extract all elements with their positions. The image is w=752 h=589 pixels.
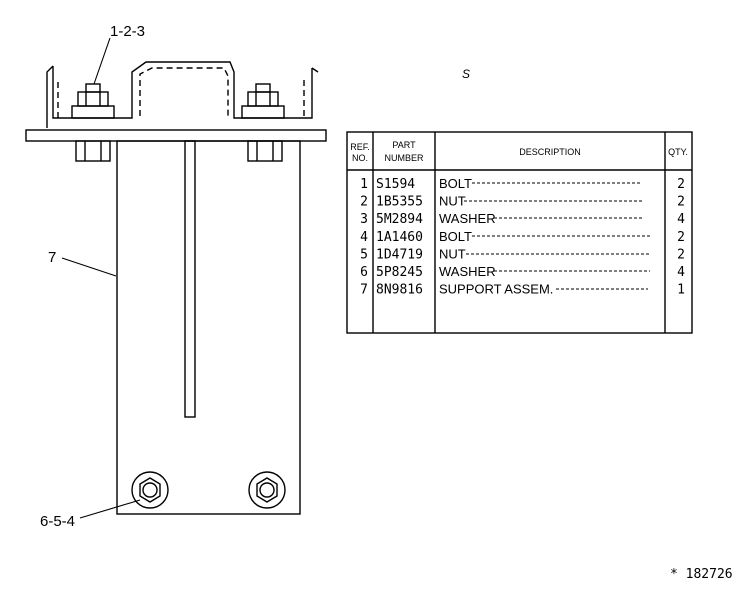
header-qty: QTY.	[668, 147, 688, 157]
description-dashes	[464, 182, 650, 290]
top-bolt-right	[241, 83, 285, 119]
header-part-2: NUMBER	[384, 153, 424, 163]
nut-left	[75, 140, 111, 162]
stray-mark: S	[462, 67, 470, 81]
callout-left: 7	[48, 249, 56, 266]
header-ref-1: REF.	[350, 142, 370, 152]
callout-top: 1-2-3	[110, 23, 145, 40]
row-part-number: 1A1460	[376, 230, 423, 245]
row-qty: 1	[677, 283, 685, 298]
row-description: BOLT	[439, 176, 472, 191]
lower-bolt-right	[248, 471, 286, 509]
row-part-number: 1B5355	[376, 195, 423, 210]
row-qty: 2	[677, 195, 685, 210]
row-description: NUT	[439, 246, 466, 261]
top-bolt-left	[71, 83, 115, 119]
row-description: WASHER	[439, 264, 496, 279]
row-description: WASHER	[439, 211, 496, 226]
row-part-number: 8N9816	[376, 283, 423, 298]
support-body	[116, 140, 301, 515]
leader-top	[93, 37, 111, 85]
row-ref: 4	[360, 230, 368, 245]
row-part-number: S1594	[376, 177, 415, 192]
leader-left	[61, 257, 117, 277]
row-qty: 4	[677, 212, 685, 227]
row-part-number: 5P8245	[376, 265, 423, 280]
row-qty: 2	[677, 247, 685, 262]
support-slot	[184, 140, 196, 418]
channel-bracket-inner	[57, 67, 305, 118]
lower-bolt-left	[131, 471, 169, 509]
row-description: BOLT	[439, 229, 472, 244]
row-description: NUT	[439, 194, 466, 209]
row-part-number: 1D4719	[376, 247, 423, 262]
header-part-1: PART	[392, 140, 416, 150]
leader-bottom	[79, 499, 141, 519]
row-ref: 6	[360, 265, 368, 280]
row-qty: 2	[677, 177, 685, 192]
parts-table-frame	[346, 131, 693, 334]
mounting-plate	[25, 129, 327, 142]
header-description: DESCRIPTION	[519, 147, 581, 157]
row-ref: 3	[360, 212, 368, 227]
row-ref: 1	[360, 177, 368, 192]
nut-right	[247, 140, 283, 162]
row-ref: 5	[360, 247, 368, 262]
row-description: SUPPORT ASSEM.	[439, 282, 553, 297]
row-qty: 4	[677, 265, 685, 280]
header-ref-2: NO.	[352, 153, 368, 163]
row-ref: 7	[360, 283, 368, 298]
drawing-code: * 182726	[670, 567, 733, 582]
row-ref: 2	[360, 195, 368, 210]
callout-bottom: 6-5-4	[40, 513, 75, 530]
row-part-number: 5M2894	[376, 212, 423, 227]
row-qty: 2	[677, 230, 685, 245]
